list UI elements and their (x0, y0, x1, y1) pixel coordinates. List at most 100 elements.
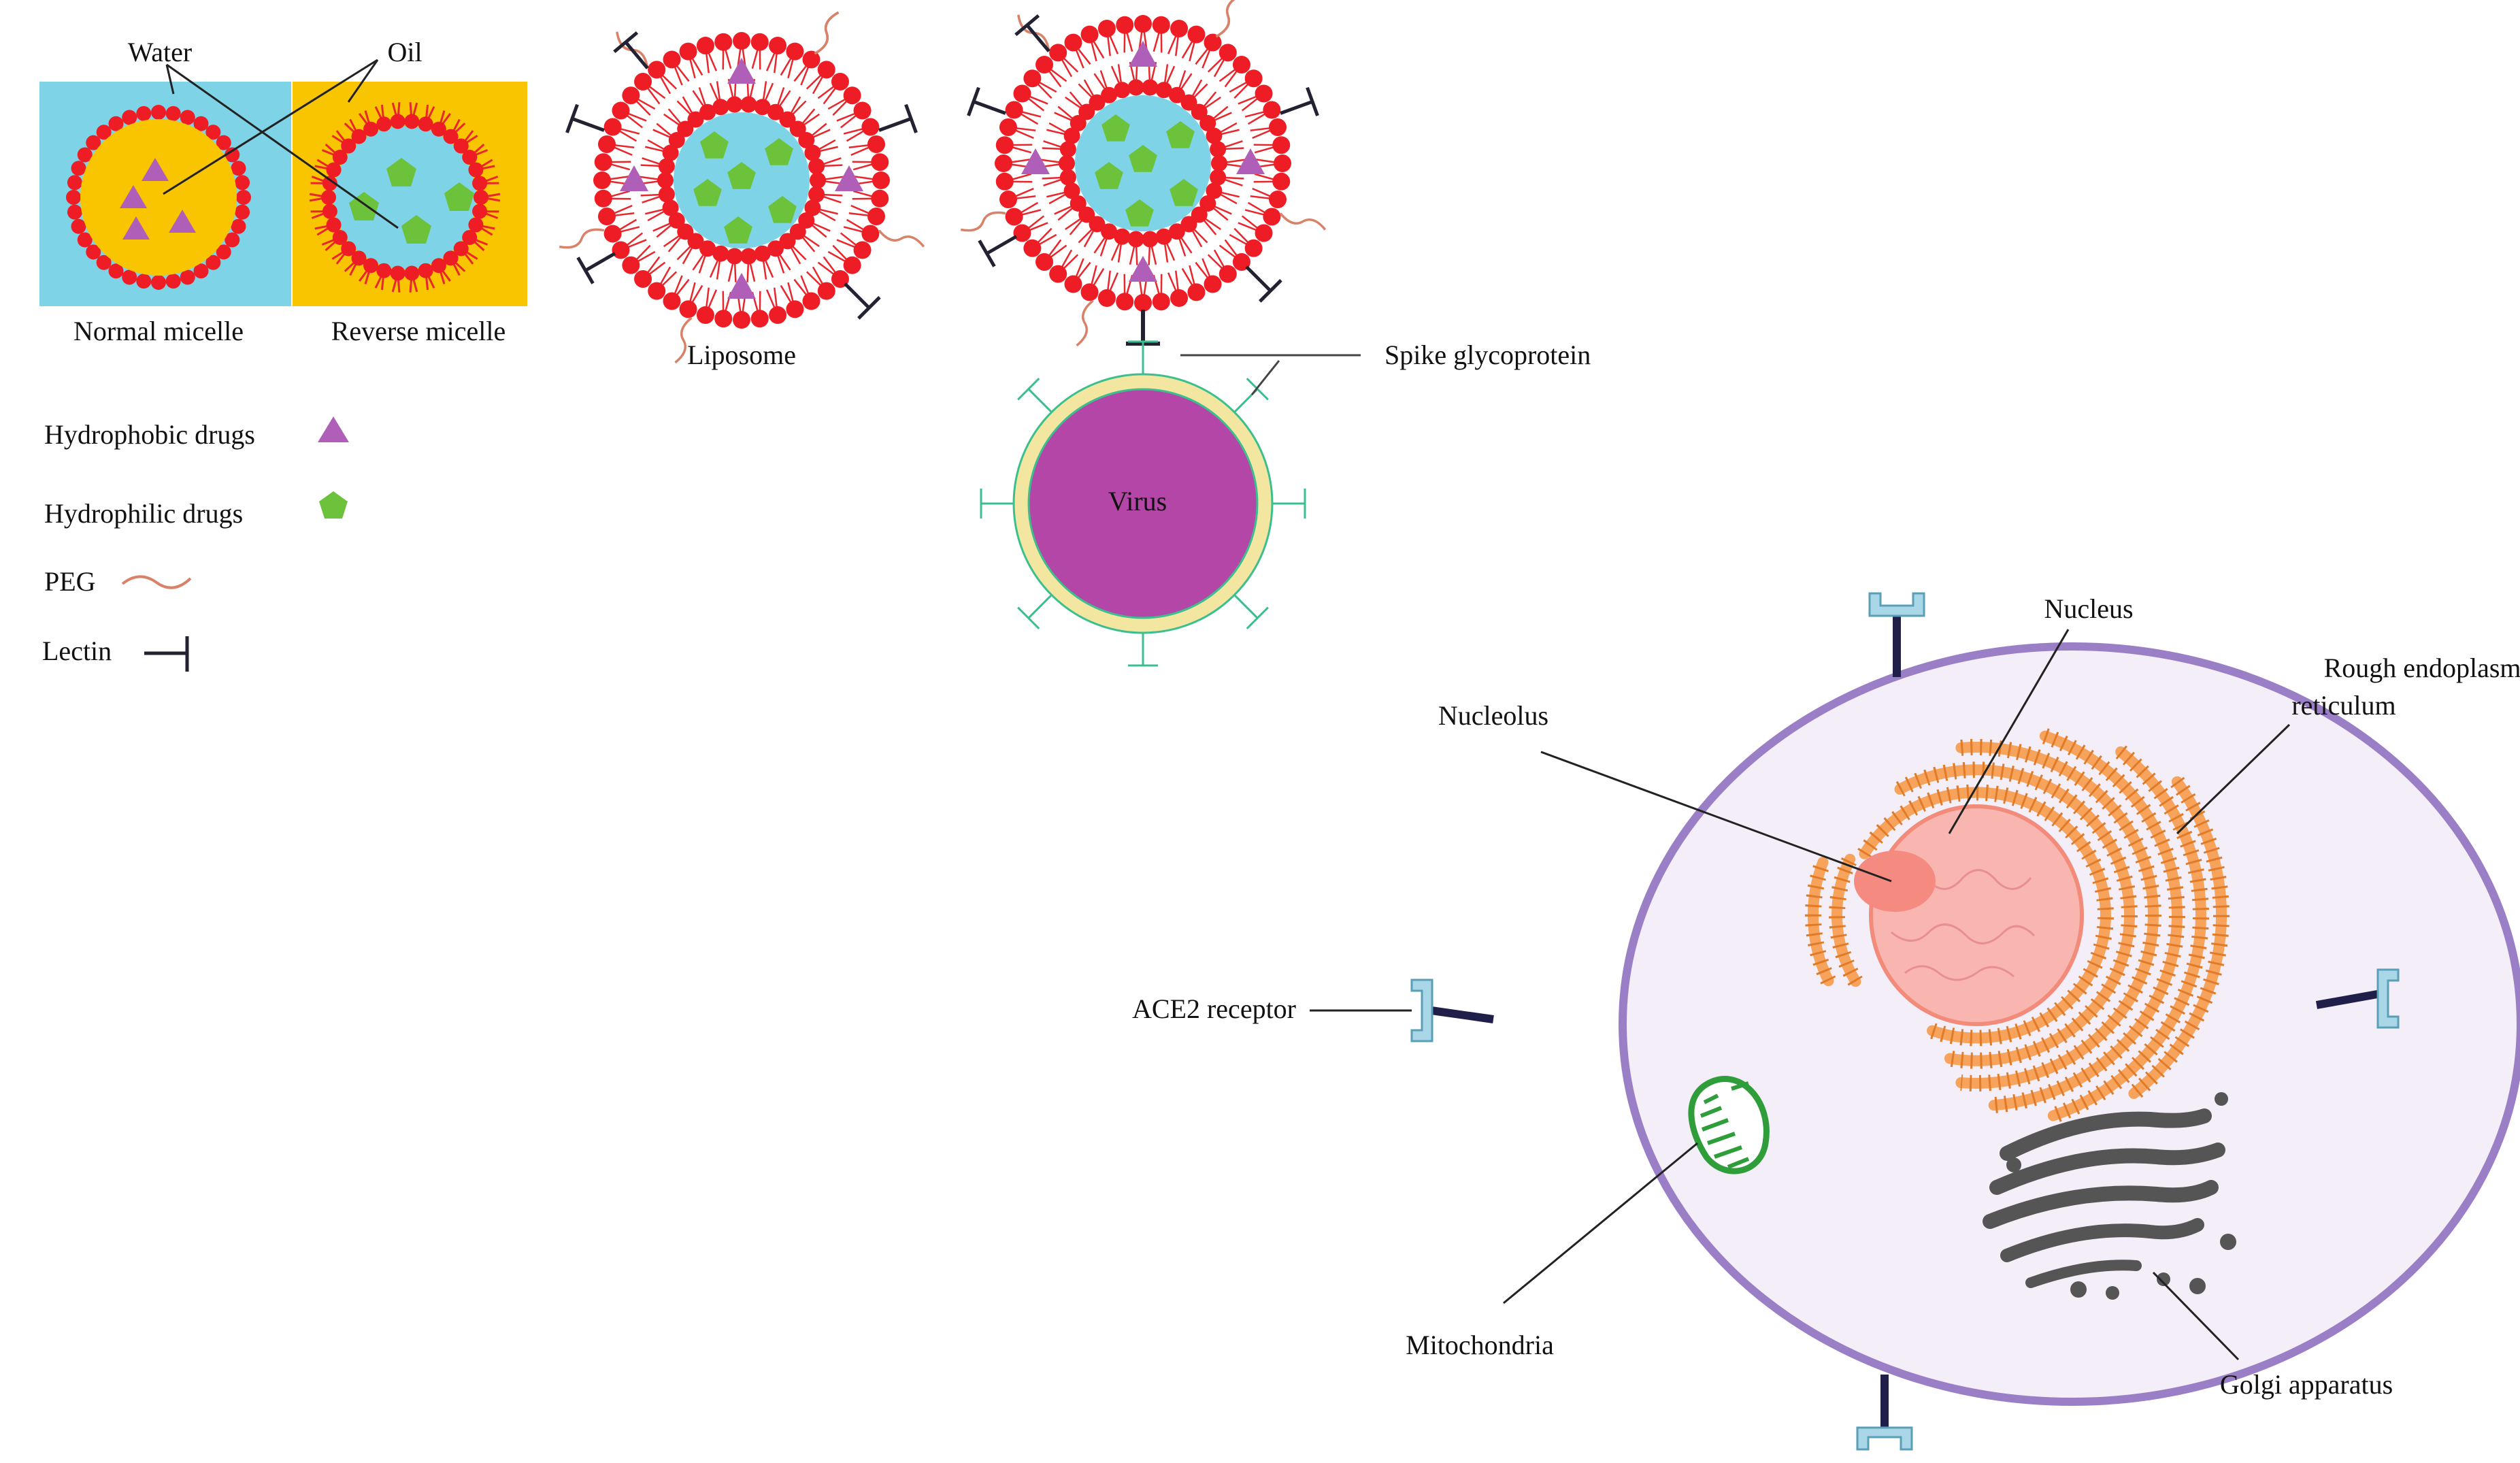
legend-hydrophilic-label: Hydrophilic drugs (44, 498, 243, 529)
lipid-head (166, 106, 181, 121)
lipid-head (598, 135, 616, 153)
oil-label: Oil (387, 37, 422, 67)
lipid-head (598, 208, 616, 225)
lipid-head (1134, 294, 1152, 312)
lectin (974, 101, 1006, 113)
reverse-micelle (293, 82, 527, 306)
lipid-head (1006, 208, 1023, 225)
lipid-head (854, 102, 872, 120)
lipid-head (231, 161, 246, 176)
lipid-head (612, 102, 629, 120)
lipid-head (1142, 231, 1158, 248)
normal-micelle (39, 82, 291, 306)
hydrophobic-drug-icon (835, 165, 863, 191)
lipid-head (697, 37, 714, 54)
lipid-head (136, 274, 151, 289)
lipid-head (769, 306, 786, 324)
lipid-head (595, 153, 612, 171)
lipid-head (867, 135, 885, 153)
spike-glycoprotein (1029, 595, 1052, 618)
lipid-head (996, 173, 1014, 191)
spike-leader-line (1252, 361, 1279, 395)
lipid-head (727, 96, 743, 112)
lipid-head (818, 282, 835, 300)
water-label: Water (128, 37, 193, 67)
reverse-micelle-label: Reverse micelle (331, 316, 506, 346)
lipid-head (680, 300, 697, 318)
lipid-head (769, 37, 786, 54)
lipid-head (727, 248, 743, 265)
lipid-head (786, 43, 803, 61)
lipid-head (1116, 16, 1133, 34)
lipid-head (235, 205, 250, 220)
mitochondria-label: Mitochondria (1406, 1330, 1554, 1360)
lipid-head (67, 175, 82, 190)
targeted-liposome (961, 0, 1325, 346)
lipid-head (235, 175, 250, 190)
lectin (586, 254, 615, 271)
liposome-label: Liposome (687, 340, 796, 370)
lipid-head (714, 33, 732, 51)
lipid-head (1263, 208, 1280, 225)
lipid-head (996, 136, 1014, 154)
lipid-head (231, 219, 246, 234)
lipid-head (418, 116, 433, 131)
lipid-head (1219, 44, 1237, 61)
legend-peg-label: PEG (44, 566, 96, 597)
lipid-head (604, 118, 622, 136)
lipid-head (166, 274, 181, 289)
lipid-head (322, 204, 337, 219)
lipid-head (1269, 118, 1287, 136)
lipid-head (151, 275, 166, 290)
lipid-head (363, 122, 378, 137)
lipid-head (622, 86, 640, 104)
lipid-head (1255, 85, 1273, 103)
lipid-head (1255, 225, 1273, 242)
lipid-head (1059, 155, 1075, 171)
lipid-head (657, 172, 674, 188)
legend-lectin-label: Lectin (42, 636, 112, 666)
lipid-head (712, 99, 729, 115)
lipid-head (180, 269, 195, 284)
lipid-head (648, 61, 665, 78)
lipid-head (844, 86, 861, 104)
lipid-head (1272, 173, 1290, 191)
lipid-head (1204, 276, 1222, 293)
lipid-head (1210, 141, 1226, 157)
legend: Hydrophobic drugs Hydrophilic drugs PEG … (42, 416, 349, 672)
lipid-head (751, 33, 769, 51)
lipid-head (180, 110, 195, 125)
lipid-head (740, 248, 757, 265)
lipid-head (1134, 15, 1152, 33)
lipid-head (1263, 101, 1280, 119)
lipid-head (871, 153, 889, 171)
lipid-head (122, 269, 137, 284)
lipid-head (1006, 101, 1023, 119)
lipid-head (1065, 33, 1082, 51)
lipid-head (871, 190, 889, 208)
hydrophobic-drug-icon (727, 58, 756, 84)
lipid-head (327, 217, 342, 232)
golgi-apparatus-label: Golgi apparatus (2220, 1369, 2393, 1400)
lectin (578, 257, 593, 283)
lipid-head (861, 118, 879, 136)
lipid-head (786, 300, 803, 318)
lipid-head (1035, 56, 1053, 73)
peg-chain (1077, 301, 1093, 346)
liposome (559, 12, 924, 363)
lipid-head (1035, 253, 1053, 271)
peg-chain (559, 229, 604, 247)
lipid-head (1269, 191, 1287, 208)
nucleolus-label: Nucleolus (1438, 700, 1548, 731)
lipid-head (1219, 265, 1237, 283)
lipid-head (1153, 293, 1170, 310)
ace2-receptor-label: ACE2 receptor (1132, 993, 1296, 1024)
lipid-head (861, 225, 879, 242)
lipid-head (1098, 289, 1116, 307)
legend-hydrophobic-label: Hydrophobic drugs (44, 419, 255, 450)
lipid-head (66, 190, 81, 205)
lipid-head (697, 306, 714, 324)
lipid-head (867, 208, 885, 225)
